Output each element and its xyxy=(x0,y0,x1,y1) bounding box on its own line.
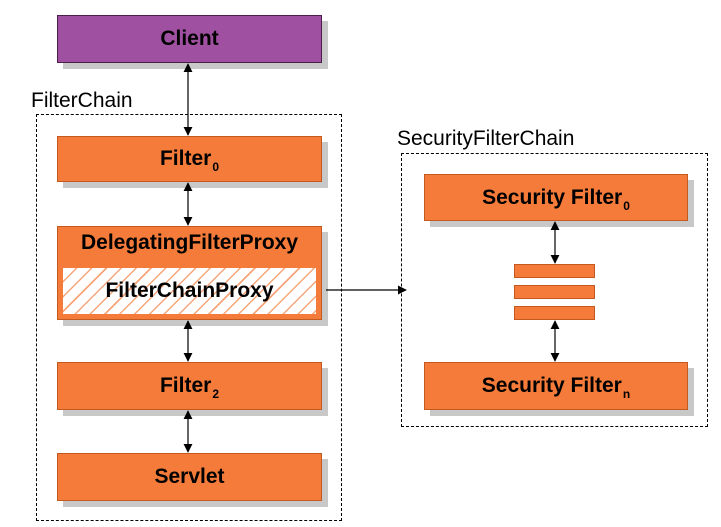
filter2-subscript: 2 xyxy=(212,387,220,401)
security-filter0-label: Security Filter xyxy=(482,185,623,209)
filter-chain-proxy-box: FilterChainProxy xyxy=(62,267,317,315)
security-filtern-label: Security Filter xyxy=(481,374,622,397)
security-filter0-subscript: 0 xyxy=(623,198,630,213)
filter-stack-bar-3 xyxy=(514,306,595,320)
filter-chain-proxy-label: FilterChainProxy xyxy=(105,279,274,302)
servlet-box: Servlet xyxy=(57,453,322,501)
filter-stack-bar-1 xyxy=(514,264,595,278)
filter-stack-bar-2 xyxy=(514,285,595,299)
filter0-label: Filter xyxy=(159,147,212,170)
filter-chain-title: FilterChain xyxy=(31,89,133,112)
delegating-filter-proxy-label: DelegatingFilterProxy xyxy=(80,231,299,254)
security-filter-chain-title: SecurityFilterChain xyxy=(397,127,575,150)
security-filtern-subscript: n xyxy=(622,387,631,401)
client-label: Client xyxy=(160,27,219,50)
filter2-label: Filter xyxy=(159,374,212,397)
filter0-subscript: 0 xyxy=(212,160,220,174)
delegating-filter-proxy-box: DelegatingFilterProxy FilterChainProxy xyxy=(57,226,322,320)
client-box: Client xyxy=(57,15,322,63)
servlet-label: Servlet xyxy=(154,465,225,488)
